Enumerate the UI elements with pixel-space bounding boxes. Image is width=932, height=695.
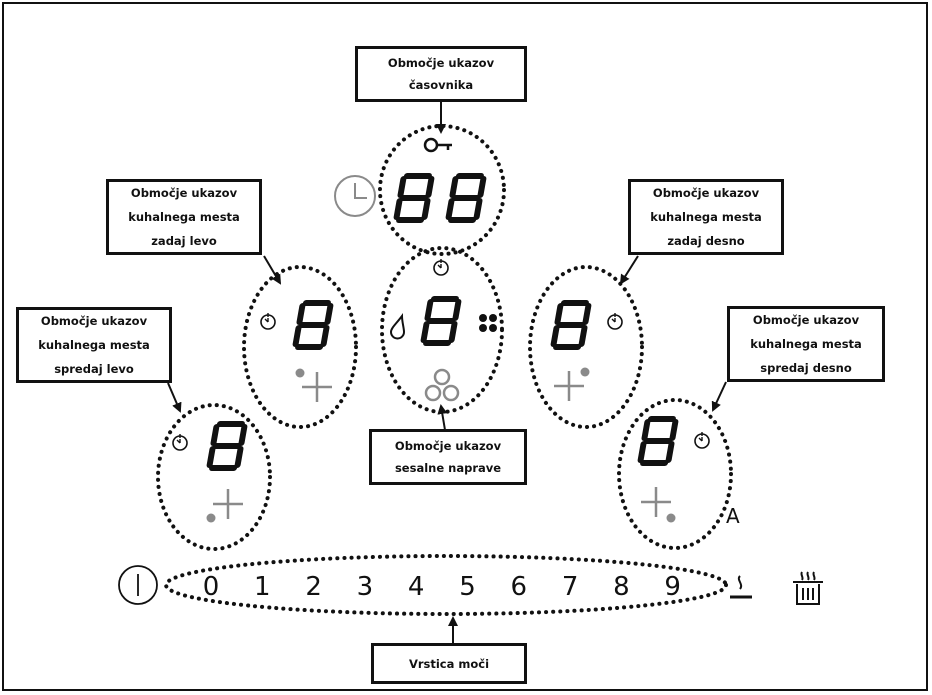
indicator-a-label: A: [726, 504, 740, 528]
seven-segment-display: [396, 176, 432, 220]
key-icon: [423, 137, 452, 153]
hood-zone-label: Območje ukazov sesalne naprave: [369, 429, 527, 485]
label-line: kuhalnega mesta: [38, 338, 150, 352]
power-level-3: 3: [356, 572, 374, 602]
dot-icon: [295, 368, 305, 378]
power-level-1: 1: [254, 572, 271, 602]
power-level-0: 0: [202, 572, 220, 602]
front-left-zone-outline: [156, 403, 272, 551]
hood-icon: [424, 368, 460, 402]
front-right-zone-label: Območje ukazov kuhalnega mesta spredaj d…: [727, 306, 885, 382]
rear-left-zone-label: Območje ukazov kuhalnega mesta zadaj lev…: [106, 179, 262, 255]
power-level-6: 6: [510, 572, 528, 602]
dot-icon: [666, 513, 676, 523]
fan-icon: [479, 314, 497, 332]
power-level-8: 8: [613, 572, 630, 602]
plus-icon: [552, 369, 586, 403]
rear-right-zone-label: Območje ukazov kuhalnega mesta zadaj des…: [628, 179, 784, 255]
label-line: Območje ukazov: [130, 186, 238, 200]
timer-icon: [260, 312, 276, 330]
plus-icon: [211, 487, 245, 521]
dot-icon: [206, 513, 216, 523]
label-line: zadaj levo: [151, 234, 217, 248]
drop-icon: [389, 313, 406, 340]
dot-icon: [580, 367, 590, 377]
seven-segment-display: [553, 303, 589, 347]
plus-icon: [639, 485, 673, 519]
timer-zone-label: Območje ukazov časovnika: [355, 46, 527, 102]
label-line: kuhalnega mesta: [750, 337, 862, 351]
label-line: kuhalnega mesta: [128, 210, 240, 224]
power-level-2: 2: [305, 572, 322, 602]
pot-icon: [793, 571, 823, 605]
label-line: spredaj desno: [760, 361, 852, 375]
plus-icon: [300, 370, 334, 404]
power-icon: [118, 565, 158, 605]
front-left-zone-label: Območje ukazov kuhalnega mesta spredaj l…: [16, 307, 172, 383]
label-line: kuhalnega mesta: [650, 210, 762, 224]
timer-icon: [172, 433, 188, 451]
power-bar-outline: [164, 554, 728, 616]
power-level-7: 7: [561, 572, 579, 602]
power-level-5: 5: [459, 572, 476, 602]
seven-segment-display: [209, 424, 245, 468]
label-line: Območje ukazov: [652, 186, 760, 200]
label-line: spredaj levo: [54, 362, 134, 376]
rear-right-zone-outline: [528, 265, 644, 429]
power-level-9: 9: [664, 572, 681, 602]
seven-segment-display: [448, 176, 484, 220]
seven-segment-display: [423, 299, 459, 343]
power-level-4: 4: [407, 572, 425, 602]
power-bar-label: Vrstica moči: [371, 643, 527, 684]
seven-segment-display: [640, 419, 676, 463]
arrows: [167, 100, 727, 644]
keep-warm-icon: [730, 575, 752, 599]
label-line: Območje ukazov: [387, 56, 495, 70]
label-line: Vrstica moči: [408, 656, 490, 671]
label-line: Območje ukazov: [394, 439, 502, 453]
timer-icon: [433, 258, 449, 276]
rear-left-zone-outline: [242, 265, 358, 429]
timer-icon: [694, 431, 710, 449]
label-line: časovnika: [408, 78, 474, 92]
label-line: sesalne naprave: [394, 461, 502, 475]
label-line: Območje ukazov: [40, 314, 148, 328]
label-line: Območje ukazov: [752, 313, 860, 327]
front-right-zone-outline: [617, 398, 733, 550]
seven-segment-display: [295, 303, 331, 347]
clock-icon: [334, 175, 376, 217]
timer-icon: [607, 312, 623, 330]
label-line: zadaj desno: [667, 234, 745, 248]
